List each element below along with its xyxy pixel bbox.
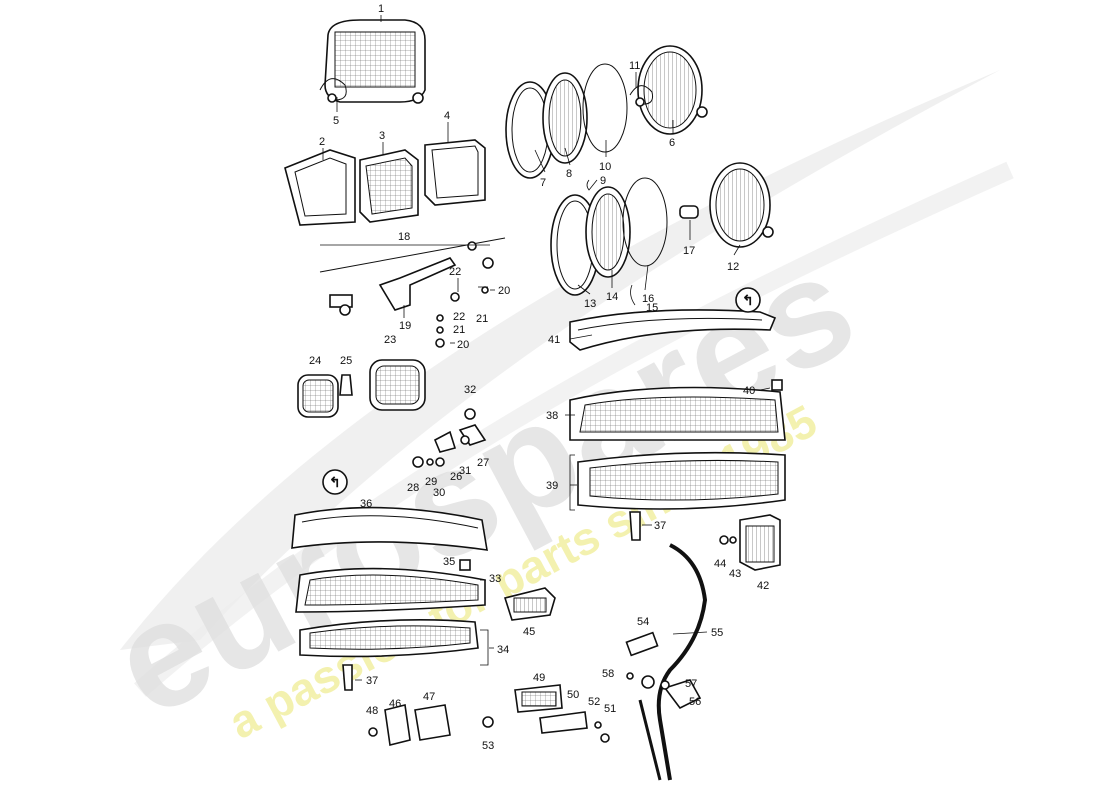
rear-lens-left xyxy=(299,618,479,658)
callout-16: 16 xyxy=(642,293,654,305)
callout-28: 28 xyxy=(407,482,419,494)
callout-44: 44 xyxy=(714,558,726,570)
side-lamp-right xyxy=(739,514,781,571)
bulb-clip xyxy=(319,78,347,103)
callout-26: 26 xyxy=(450,471,462,483)
callout-24: 24 xyxy=(309,355,321,367)
bottom-lamps xyxy=(368,684,610,746)
callout-45: 45 xyxy=(523,626,535,638)
callout-labels: 1 2 3 4 5 6 7 8 9 10 11 12 13 14 15 16 1… xyxy=(309,3,769,752)
callout-40: 40 xyxy=(743,385,755,397)
callout-52: 52 xyxy=(588,696,600,708)
callout-30: 30 xyxy=(433,487,445,499)
callout-48: 48 xyxy=(366,705,378,717)
callout-25: 25 xyxy=(340,355,352,367)
callout-54: 54 xyxy=(637,616,649,628)
callout-2: 2 xyxy=(319,136,325,148)
callout-37a: 37 xyxy=(654,520,666,532)
callout-20a: 20 xyxy=(498,285,510,297)
callout-53: 53 xyxy=(482,740,494,752)
callout-38: 38 xyxy=(546,410,558,422)
callout-20b: 20 xyxy=(457,339,469,351)
small-hardware xyxy=(412,408,487,468)
lens xyxy=(359,149,419,223)
callout-27: 27 xyxy=(477,457,489,469)
callout-47: 47 xyxy=(423,691,435,703)
callout-13: 13 xyxy=(584,298,596,310)
headlamp-housing xyxy=(324,19,426,104)
callout-36: 36 xyxy=(360,498,372,510)
callout-21b: 21 xyxy=(453,324,465,336)
front-lens-right xyxy=(569,386,786,441)
callout-42: 42 xyxy=(757,580,769,592)
front-lens-left xyxy=(295,567,486,613)
callout-51: 51 xyxy=(604,703,616,715)
callout-1: 1 xyxy=(378,3,384,15)
callout-10: 10 xyxy=(599,161,611,173)
svg-text:↰: ↰ xyxy=(329,474,341,490)
round-lamp-lower xyxy=(550,162,774,296)
svg-text:↰: ↰ xyxy=(742,292,754,308)
callout-22a: 22 xyxy=(449,266,461,278)
callout-49: 49 xyxy=(533,672,545,684)
front-lens-gasket-right xyxy=(569,309,777,351)
lens-gasket xyxy=(284,149,356,226)
callout-33: 33 xyxy=(489,573,501,585)
callout-46: 46 xyxy=(389,698,401,710)
callout-4: 4 xyxy=(444,110,450,122)
callout-58: 58 xyxy=(602,668,614,680)
license-lamp xyxy=(503,587,556,621)
callout-29: 29 xyxy=(425,476,437,488)
watermark-swoosh xyxy=(120,70,1014,697)
callout-8: 8 xyxy=(566,168,572,180)
callout-3: 3 xyxy=(379,130,385,142)
mounting-bracket xyxy=(319,237,506,348)
callout-11: 11 xyxy=(629,60,640,72)
callout-32: 32 xyxy=(464,384,476,396)
callout-50: 50 xyxy=(567,689,579,701)
callout-37b: 37 xyxy=(366,675,378,687)
callout-56: 56 xyxy=(689,696,701,708)
callout-12: 12 xyxy=(727,261,739,273)
callout-23: 23 xyxy=(384,334,396,346)
bowden-cable xyxy=(625,543,708,781)
callout-31: 31 xyxy=(459,465,471,477)
note-badge-left: ↰ xyxy=(322,469,348,495)
callout-7: 7 xyxy=(540,177,546,189)
note-badge-right: ↰ xyxy=(735,287,761,313)
callout-55: 55 xyxy=(711,627,723,639)
front-lens-gasket-left xyxy=(291,506,488,551)
callout-57: 57 xyxy=(685,678,697,690)
callout-22b: 22 xyxy=(453,311,465,323)
round-lamp-upper xyxy=(505,45,708,179)
callout-21a: 21 xyxy=(476,313,488,325)
callout-39: 39 xyxy=(546,480,558,492)
leader-lines xyxy=(320,15,771,681)
callout-9: 9 xyxy=(600,175,606,187)
callout-41: 41 xyxy=(548,334,560,346)
callout-5: 5 xyxy=(333,115,339,127)
rear-lens-right xyxy=(577,451,786,510)
callout-17: 17 xyxy=(683,245,695,257)
callout-14: 14 xyxy=(606,291,618,303)
callout-18: 18 xyxy=(398,231,410,243)
callout-34: 34 xyxy=(497,644,509,656)
lens-seal xyxy=(424,139,486,206)
callout-19: 19 xyxy=(399,320,411,332)
callout-43: 43 xyxy=(729,568,741,580)
side-marker-lamp xyxy=(297,359,426,418)
callout-15: 15 xyxy=(646,302,658,314)
callout-35: 35 xyxy=(443,556,455,568)
callout-6: 6 xyxy=(669,137,675,149)
